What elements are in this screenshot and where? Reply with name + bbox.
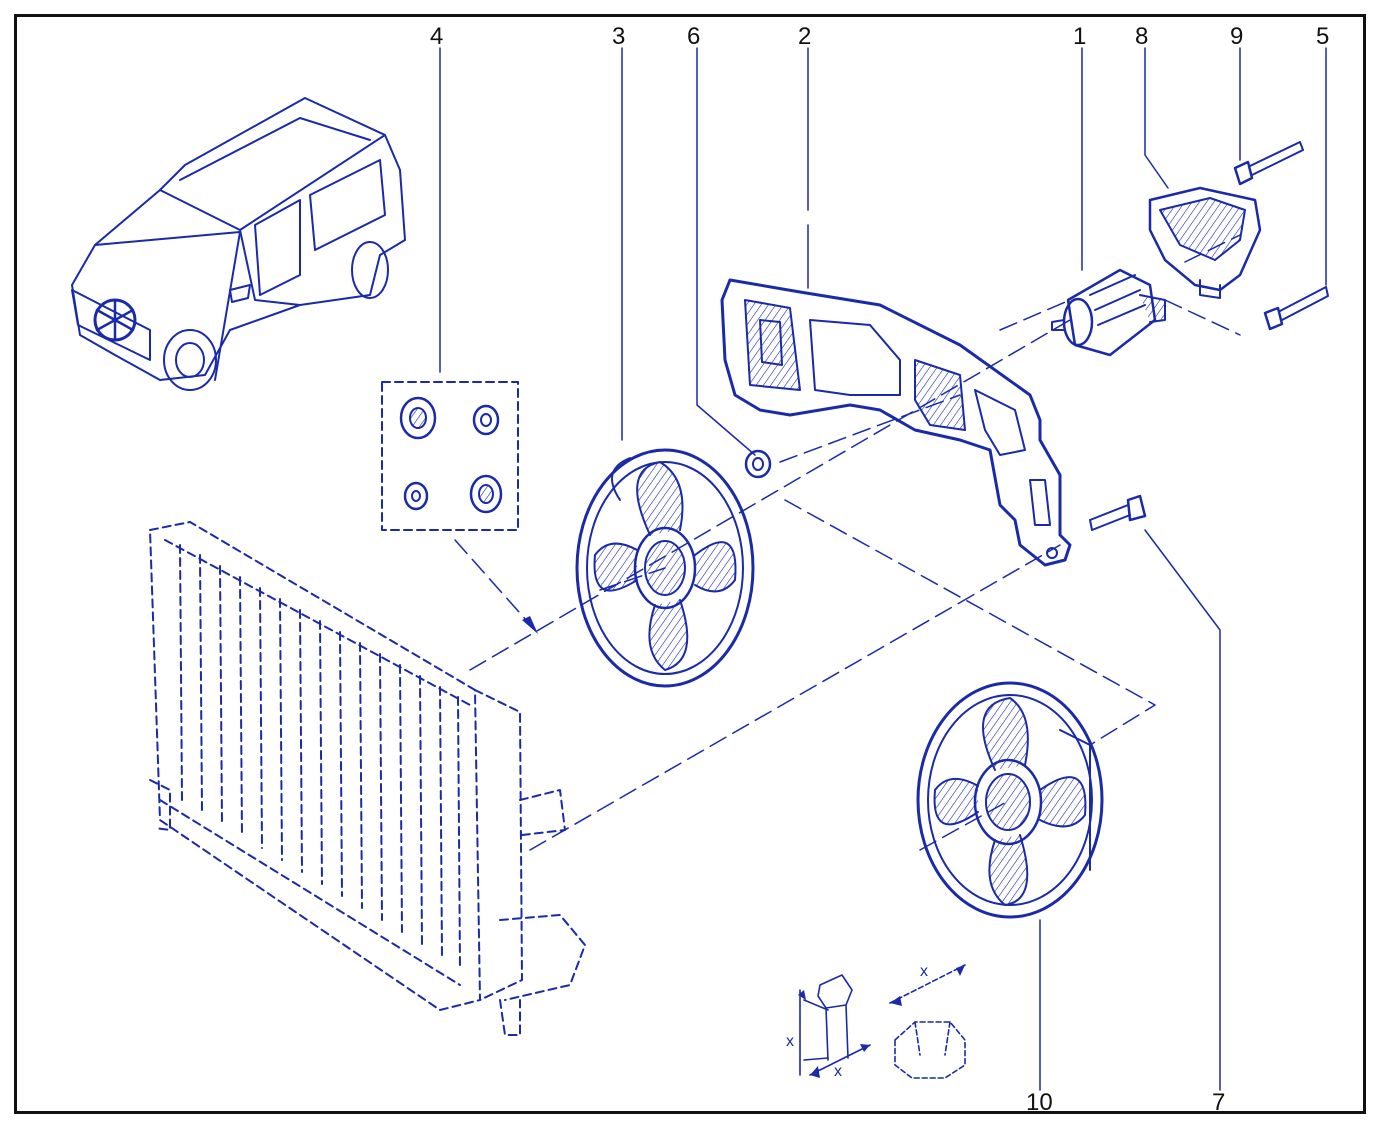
radiator-illustration bbox=[149, 521, 586, 1036]
callout-3: 3 bbox=[612, 23, 625, 50]
kit-box bbox=[381, 381, 519, 531]
arrowheads bbox=[522, 616, 965, 1078]
diagram-frame bbox=[14, 14, 1366, 1114]
nut-6 bbox=[744, 449, 772, 479]
kit-parts bbox=[399, 396, 503, 514]
callout-2: 2 bbox=[798, 23, 811, 50]
resistor-housing bbox=[1148, 186, 1262, 299]
screw-5 bbox=[1263, 286, 1329, 331]
callout-9: 9 bbox=[1230, 23, 1243, 50]
bolt-detail bbox=[799, 974, 871, 1076]
leader-lines bbox=[439, 47, 1327, 1091]
callout-5: 5 bbox=[1316, 23, 1329, 50]
fan-3 bbox=[575, 448, 755, 688]
fan-10 bbox=[916, 681, 1104, 919]
dimension-x-label: x bbox=[834, 1063, 842, 1080]
callout-10: 10 bbox=[1026, 1089, 1053, 1116]
screw-9 bbox=[1233, 141, 1304, 186]
dimension-x-label: x bbox=[920, 963, 928, 980]
nut-detail bbox=[889, 964, 966, 1079]
callout-1: 1 bbox=[1073, 23, 1086, 50]
vehicle-illustration bbox=[71, 97, 406, 391]
callout-6: 6 bbox=[687, 23, 700, 50]
dimension-x-label: x bbox=[786, 1033, 794, 1050]
callout-7: 7 bbox=[1212, 1089, 1225, 1116]
assembly-lines bbox=[454, 234, 1241, 851]
fan-bracket bbox=[720, 278, 1072, 567]
fan-motor bbox=[1051, 268, 1166, 357]
callout-4: 4 bbox=[430, 23, 443, 50]
screw-7 bbox=[1089, 494, 1147, 531]
callout-8: 8 bbox=[1135, 23, 1148, 50]
